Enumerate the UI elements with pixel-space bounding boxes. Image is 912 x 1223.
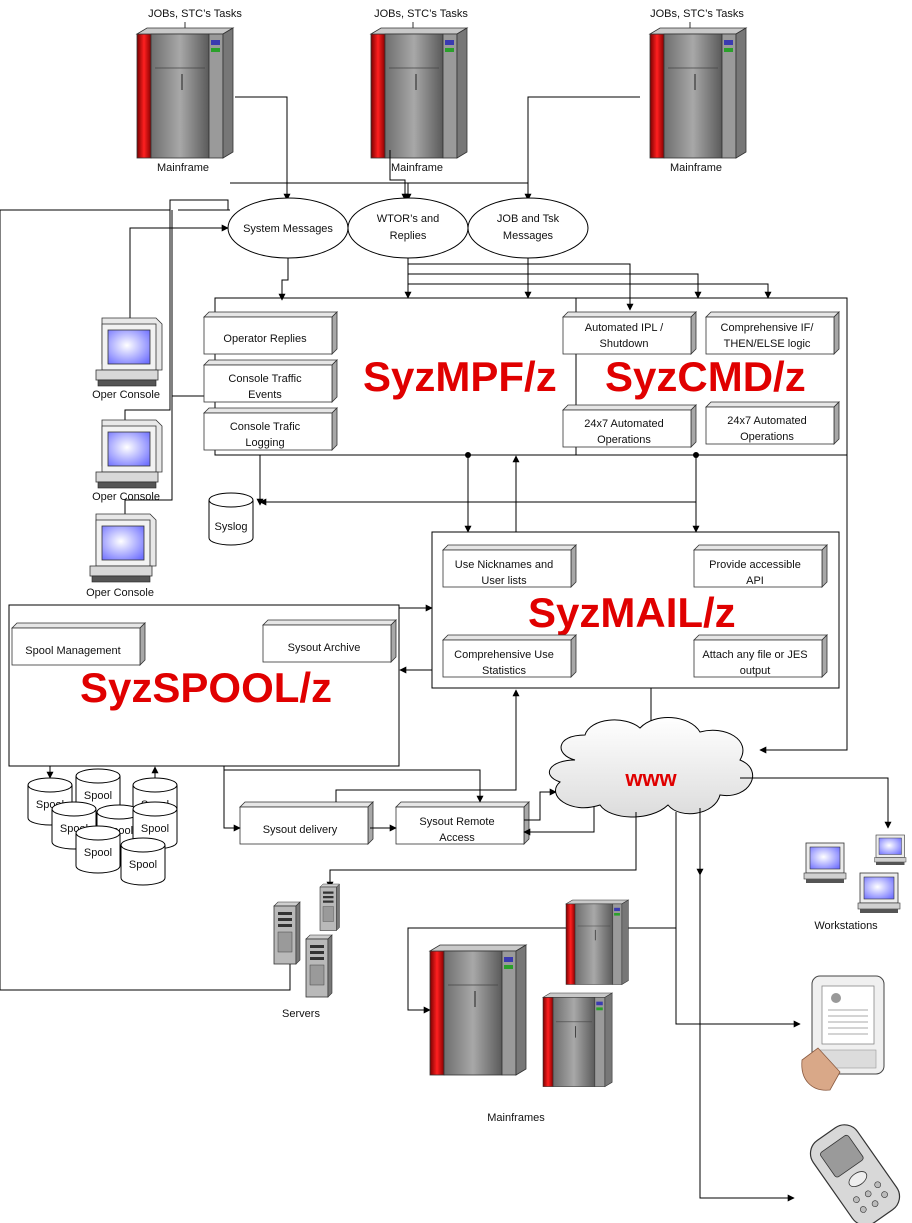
mobile-phone-icon	[809, 1124, 901, 1223]
box-label: Console Trafic	[230, 421, 301, 433]
box-label: Use Nicknames and	[455, 559, 553, 571]
box-label: Sysout Archive	[288, 642, 361, 654]
box-label: API	[746, 575, 764, 587]
www-cloud: www	[548, 716, 753, 818]
syzspool-title: SyzSPOOL/z	[80, 664, 332, 711]
box-label: Logging	[245, 437, 284, 449]
mail-box-attach: Attach any file or JES output	[693, 634, 828, 678]
spool-cylinders: Spool Spool Spool Spool Spool Spool	[27, 768, 178, 886]
spool-box-sysout-archive: Sysout Archive	[262, 619, 397, 663]
ellipse-wtor: WTOR’s and Replies	[347, 197, 469, 259]
box-label: Comprehensive IF/	[721, 322, 815, 334]
servers-label: Servers	[282, 1008, 320, 1020]
box-label: Shutdown	[600, 338, 649, 350]
box-label: Sysout delivery	[263, 824, 338, 836]
ereader-icon	[801, 975, 885, 1091]
sysout-remote-box: Sysout Remote Access	[395, 801, 530, 845]
syslog-label: Syslog	[214, 521, 247, 533]
box-label: Access	[439, 832, 475, 844]
cmd-box-24x7-1: 24x7 Automated Operations	[562, 404, 697, 448]
mainframes-label: Mainframes	[487, 1112, 545, 1124]
syslog-cylinder: Syslog	[208, 492, 254, 546]
ellipse-label: System Messages	[243, 223, 333, 235]
syzspool-panel: SyzSPOOL/z Spool Management Sysout Archi…	[8, 604, 400, 767]
ellipse-system-messages: System Messages	[227, 197, 349, 259]
mpf-box-console-events: Console Traffic Events	[203, 359, 338, 403]
ellipse-connectors	[278, 258, 772, 311]
servers: Servers	[273, 883, 340, 1020]
box-label: Provide accessible	[709, 559, 801, 571]
mainframe-top-3: JOBs, STC’s Tasks Mainframe	[649, 8, 747, 174]
oper-console-3: Oper Console	[86, 513, 157, 599]
mainframe-top-1: JOBs, STC’s Tasks Mainframe	[136, 8, 242, 174]
ellipse-label: Replies	[390, 230, 427, 242]
cmd-box-automated-ipl: Automated IPL / Shutdown	[562, 311, 697, 355]
spool-cylinder: Spool	[75, 825, 121, 874]
mail-box-api: Provide accessible API	[693, 544, 828, 588]
ellipse-label: Messages	[503, 230, 554, 242]
box-label: Automated IPL /	[585, 322, 664, 334]
cmd-box-24x7-2: 24x7 Automated Operations	[705, 401, 840, 445]
sysout-connectors	[223, 689, 595, 836]
mainframe-caption: JOBs, STC’s Tasks	[374, 8, 468, 20]
syzcmd-title: SyzCMD/z	[605, 353, 806, 400]
box-label: Console Traffic	[228, 373, 302, 385]
box-label: Sysout Remote	[419, 816, 494, 828]
box-label: Spool Management	[25, 645, 120, 657]
syzmpf-panel: SyzMPF/z SyzCMD/z Operator Replies Conso…	[203, 297, 848, 456]
mpf-box-operator-replies: Operator Replies	[203, 311, 338, 355]
box-label: User lists	[481, 575, 527, 587]
mpf-lower-connectors	[256, 455, 700, 533]
syzmail-panel: SyzMAIL/z Use Nicknames and User lists P…	[431, 531, 840, 689]
www-label: www	[624, 766, 677, 791]
box-label: output	[740, 665, 771, 677]
mainframe-label: Mainframe	[157, 162, 209, 174]
www-connectors	[0, 210, 892, 1202]
mainframe-label: Mainframe	[391, 162, 443, 174]
spool-label: Spool	[129, 859, 157, 871]
console-label: Oper Console	[86, 587, 154, 599]
mainframe-caption: JOBs, STC’s Tasks	[148, 8, 242, 20]
workstations-label: Workstations	[814, 920, 878, 932]
spool-cylinder: Spool	[120, 837, 166, 886]
top-connectors	[0, 96, 640, 211]
syzmpf-title: SyzMPF/z	[363, 353, 557, 400]
box-label: 24x7 Automated	[727, 415, 807, 427]
spool-label: Spool	[84, 790, 112, 802]
box-label: Operations	[597, 434, 651, 446]
mainframes-bottom: Mainframes	[429, 899, 629, 1124]
oper-console-1: Oper Console	[92, 317, 163, 401]
workstations: Workstations	[803, 834, 907, 932]
spool-label: Spool	[141, 823, 169, 835]
console-label: Oper Console	[92, 389, 160, 401]
syzmail-title: SyzMAIL/z	[528, 589, 736, 636]
box-label: Events	[248, 389, 282, 401]
spool-mail-connectors	[399, 298, 848, 754]
mail-box-statistics: Comprehensive Use Statistics	[442, 634, 577, 678]
box-label: 24x7 Automated	[584, 418, 664, 430]
spool-box-management: Spool Management	[11, 622, 146, 666]
ellipse-label: JOB and Tsk	[497, 213, 560, 225]
ellipse-label: WTOR’s and	[377, 213, 440, 225]
box-label: Comprehensive Use	[454, 649, 554, 661]
mail-box-nicknames: Use Nicknames and User lists	[442, 544, 577, 588]
box-label: Statistics	[482, 665, 527, 677]
oper-console-2: Oper Console	[92, 419, 163, 503]
spool-cylinder-connectors	[46, 766, 159, 779]
spool-label: Spool	[84, 847, 112, 859]
cmd-box-if-then-else: Comprehensive IF/ THEN/ELSE logic	[705, 311, 840, 355]
box-label: Attach any file or JES	[702, 649, 807, 661]
mainframe-top-2: JOBs, STC’s Tasks Mainframe	[370, 8, 468, 174]
box-label: Operations	[740, 431, 794, 443]
mainframe-caption: JOBs, STC’s Tasks	[650, 8, 744, 20]
ellipse-job-messages: JOB and Tsk Messages	[467, 197, 589, 259]
console-label: Oper Console	[92, 491, 160, 503]
mpf-box-console-logging: Console Trafic Logging	[203, 407, 338, 451]
mainframe-label: Mainframe	[670, 162, 722, 174]
box-label: THEN/ELSE logic	[724, 338, 811, 350]
sysout-delivery-box: Sysout delivery	[239, 801, 374, 845]
box-label: Operator Replies	[223, 333, 307, 345]
